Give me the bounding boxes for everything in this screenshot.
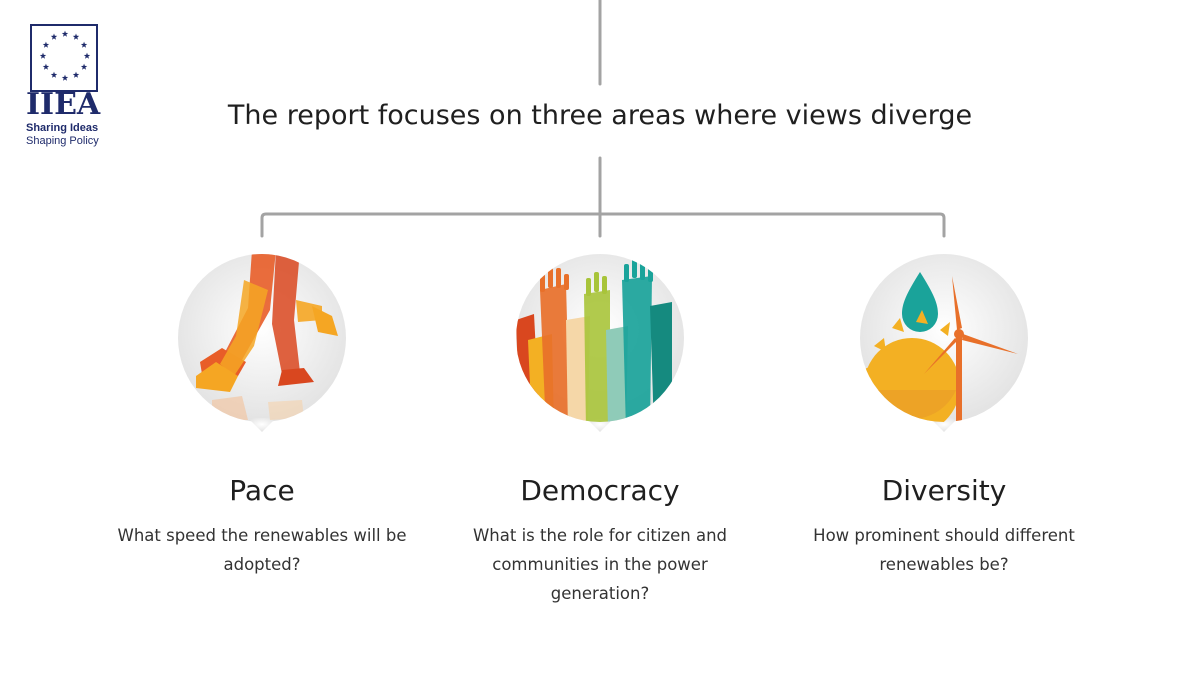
- walking-legs-icon: [178, 254, 346, 432]
- logo-star: [39, 52, 47, 59]
- headline: The report focuses on three areas where …: [227, 100, 973, 131]
- area-description: What speed the renewables will be adopte…: [117, 526, 407, 574]
- iiea-logo: IIEA Sharing Ideas Shaping Policy: [26, 24, 116, 147]
- logo-star: [61, 30, 69, 37]
- logo-tagline-2: Shaping Policy: [26, 135, 99, 147]
- area-description: What is the role for citizen and communi…: [472, 526, 728, 603]
- logo-title: IIEA: [26, 87, 101, 122]
- logo-star: [42, 41, 50, 48]
- logo-tagline-1: Sharing Ideas: [26, 122, 99, 134]
- area-democracy: Democracy What is the role for citizen a…: [430, 250, 770, 608]
- raised-hands-icon: [516, 254, 684, 432]
- logo-star: [80, 63, 88, 70]
- logo-star: [42, 63, 50, 70]
- eu-stars-icon: [39, 30, 91, 81]
- logo-star: [50, 33, 58, 40]
- logo-star: [72, 33, 80, 40]
- renewables-icon: [860, 254, 1028, 432]
- area-diversity: Diversity How prominent should different…: [774, 250, 1114, 579]
- area-title: Pace: [229, 474, 295, 507]
- logo-star: [83, 52, 91, 59]
- logo-star: [61, 74, 69, 81]
- area-title: Diversity: [881, 474, 1007, 507]
- branch-connector: [260, 212, 946, 238]
- area-description: How prominent should different renewable…: [813, 526, 1075, 574]
- logo-star: [72, 71, 80, 78]
- logo-star: [50, 71, 58, 78]
- area-title: Democracy: [520, 474, 680, 507]
- logo-star: [80, 41, 88, 48]
- area-pace: Pace What speed the renewables will be a…: [92, 250, 432, 579]
